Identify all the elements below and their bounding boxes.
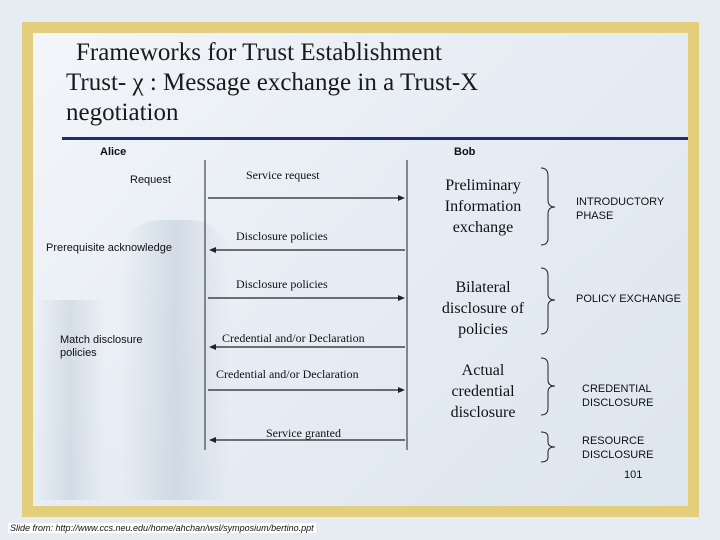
arrowhead-credential-1 [209,344,216,350]
phase2-description: Bilateral disclosure of policies [430,277,536,340]
phase1-name: INTRODUCTORY PHASE [576,195,681,223]
msg-credential-2: Credential and/or Declaration [216,367,359,382]
page-number: 101 [624,469,642,481]
brace-policy-exchange [541,268,555,334]
source-footer: Slide from: http://www.ccs.neu.edu/home/… [8,523,316,533]
arrowhead-service-request [398,195,405,201]
msg-disclosure-policies-2: Disclosure policies [236,277,328,292]
msg-credential-1: Credential and/or Declaration [222,331,365,346]
phase4-name: RESOURCE DISCLOSURE [582,434,682,462]
arrowhead-disclosure-policies-1 [209,247,216,253]
phase1-description: Preliminary Information exchange [430,175,536,238]
phase3-description: Actual credential disclosure [430,360,536,423]
arrowhead-credential-2 [398,387,405,393]
brace-resource-disclosure [541,432,555,462]
msg-service-granted: Service granted [266,426,341,441]
brace-credential-disclosure [541,358,555,415]
msg-disclosure-policies-1: Disclosure policies [236,229,328,244]
arrowhead-service-granted [209,437,216,443]
phase3-name: CREDENTIAL DISCLOSURE [582,382,682,410]
brace-introductory [541,168,555,245]
arrowhead-disclosure-policies-2 [398,295,405,301]
phase2-name: POLICY EXCHANGE [576,292,694,306]
msg-service-request: Service request [246,168,320,183]
